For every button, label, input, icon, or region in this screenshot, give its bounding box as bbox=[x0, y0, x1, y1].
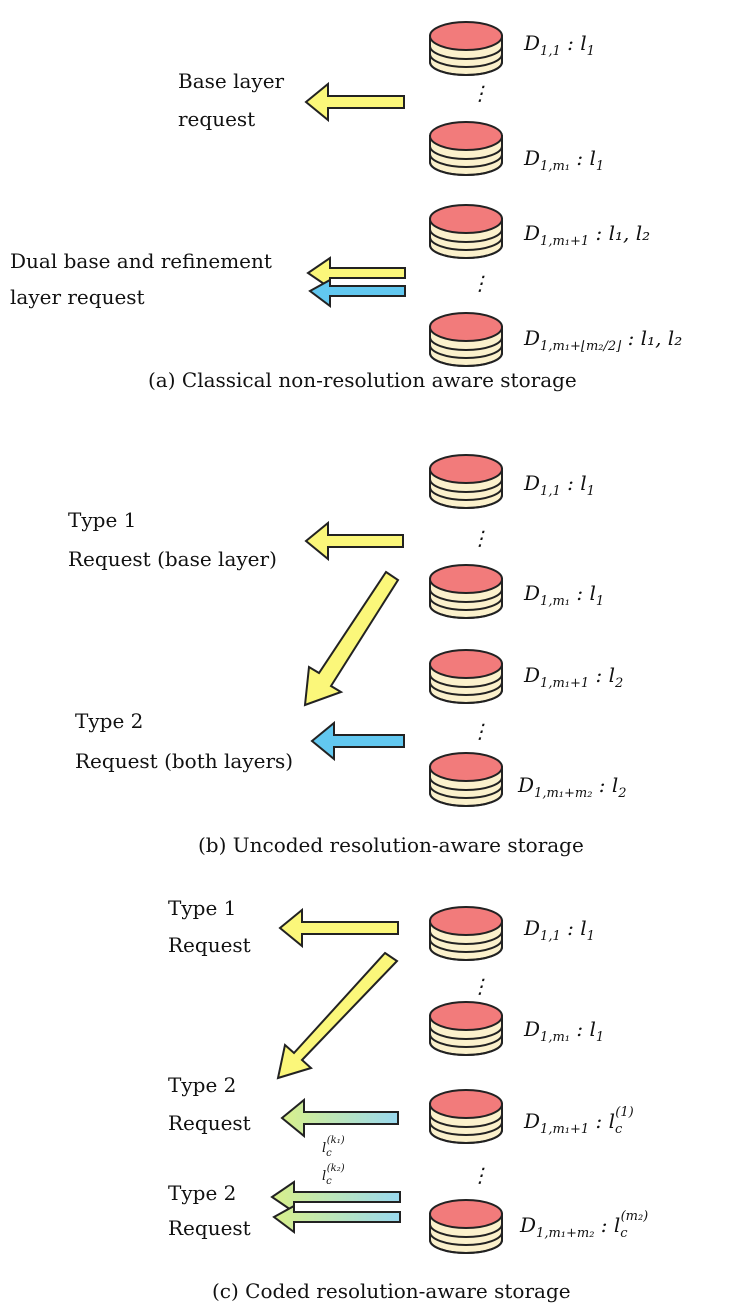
svg-text:D1,m₁ : l1: D1,m₁ : l1 bbox=[523, 581, 604, 609]
arrow-left-icon bbox=[272, 1204, 401, 1234]
request-label: layer request bbox=[10, 285, 145, 309]
disk-label-b3: D1,m₁+1 : l2 bbox=[523, 663, 623, 691]
request-label: Request bbox=[168, 1111, 251, 1135]
svg-text:D1,m₁+1 : l₁, l₂: D1,m₁+1 : l₁, l₂ bbox=[523, 221, 650, 249]
disk-label-c4: D1,m₁+m₂ : lc(m₂) bbox=[519, 1209, 648, 1241]
arrow-label-k2: lc(k₂) bbox=[322, 1163, 345, 1187]
vertical-dots: ⋮ bbox=[470, 974, 490, 998]
svg-text:D1,m₁+1 : lc(1): D1,m₁+1 : lc(1) bbox=[523, 1105, 634, 1137]
caption-c: (c) Coded resolution-aware storage bbox=[212, 1279, 571, 1303]
disk-label-a1: D1,1 : l1 bbox=[523, 31, 595, 59]
disk-icon bbox=[429, 454, 503, 509]
disk-label-c1: D1,1 : l1 bbox=[523, 916, 595, 944]
arrow-left-icon bbox=[270, 1180, 401, 1214]
disk-icon bbox=[429, 752, 503, 807]
request-label: Type 2 bbox=[168, 1073, 236, 1097]
svg-text:D1,1 : l1: D1,1 : l1 bbox=[523, 471, 595, 499]
disk-label-c2: D1,m₁ : l1 bbox=[523, 1017, 604, 1045]
disk-icon bbox=[429, 1199, 503, 1254]
svg-text:lc(k₂): lc(k₂) bbox=[322, 1163, 345, 1187]
disk-icon bbox=[429, 204, 503, 259]
request-label: request bbox=[178, 107, 255, 131]
panel-c: ⋮ ⋮ D1,1 : l1 D1,m₁ : l1 D1,m₁+1 : lc(1)… bbox=[168, 896, 648, 1303]
arrow-left-icon bbox=[306, 256, 406, 290]
disk-icon bbox=[429, 121, 503, 176]
svg-text:D1,m₁+⌊m₂/2⌋ : l₁, l₂: D1,m₁+⌊m₂/2⌋ : l₁, l₂ bbox=[523, 326, 682, 354]
disk-label-b2: D1,m₁ : l1 bbox=[523, 581, 604, 609]
disk-icon bbox=[429, 649, 503, 704]
arrow-left-icon bbox=[280, 1097, 399, 1139]
disk-label-a4: D1,m₁+⌊m₂/2⌋ : l₁, l₂ bbox=[523, 326, 682, 354]
disk-icon bbox=[429, 1001, 503, 1056]
arrow-diagonal-icon bbox=[303, 570, 400, 707]
arrow-left-icon bbox=[308, 278, 406, 308]
caption-a: (a) Classical non-resolution aware stora… bbox=[148, 368, 577, 392]
request-label: Dual base and refinement bbox=[10, 249, 272, 273]
request-label: Type 1 bbox=[168, 896, 236, 920]
vertical-dots: ⋮ bbox=[470, 719, 490, 743]
arrow-label-k1: lc(k₁) bbox=[322, 1135, 345, 1159]
svg-text:D1,m₁ : l1: D1,m₁ : l1 bbox=[523, 146, 604, 174]
request-label: Type 2 bbox=[75, 709, 143, 733]
disk-label-c3: D1,m₁+1 : lc(1) bbox=[523, 1105, 634, 1137]
svg-text:lc(k₁): lc(k₁) bbox=[322, 1135, 345, 1159]
disk-label-b1: D1,1 : l1 bbox=[523, 471, 595, 499]
request-label: Type 2 bbox=[168, 1181, 236, 1205]
request-label: Type 1 bbox=[68, 508, 136, 532]
svg-text:D1,1 : l1: D1,1 : l1 bbox=[523, 916, 595, 944]
disk-label-a2: D1,m₁ : l1 bbox=[523, 146, 604, 174]
vertical-dots: ⋮ bbox=[470, 81, 490, 105]
disk-icon bbox=[429, 21, 503, 76]
vertical-dots: ⋮ bbox=[470, 526, 490, 550]
svg-text:D1,m₁ : l1: D1,m₁ : l1 bbox=[523, 1017, 604, 1045]
panel-b: ⋮ ⋮ D1,1 : l1 D1,m₁ : l1 D1,m₁+1 : l2 D1… bbox=[68, 454, 627, 857]
svg-text:D1,m₁+1 : l2: D1,m₁+1 : l2 bbox=[523, 663, 623, 691]
disk-icon bbox=[429, 906, 503, 961]
disk-icon bbox=[429, 564, 503, 619]
request-label: Request bbox=[168, 933, 251, 957]
panel-a: ⋮ ⋮ D1,1 : l1 D1,m₁ : l1 D1,m₁+1 : l₁, l… bbox=[10, 21, 682, 392]
svg-text:D1,m₁+m₂ : l2: D1,m₁+m₂ : l2 bbox=[517, 773, 627, 801]
arrow-diagonal-icon bbox=[276, 951, 399, 1080]
disk-label-b4: D1,m₁+m₂ : l2 bbox=[517, 773, 627, 801]
disk-icon bbox=[429, 1089, 503, 1144]
request-label: Base layer bbox=[178, 69, 285, 93]
svg-text:D1,m₁+m₂ : lc(m₂): D1,m₁+m₂ : lc(m₂) bbox=[519, 1209, 648, 1241]
disk-label-a3: D1,m₁+1 : l₁, l₂ bbox=[523, 221, 650, 249]
caption-b: (b) Uncoded resolution-aware storage bbox=[198, 833, 584, 857]
request-label: Request (base layer) bbox=[68, 547, 277, 571]
svg-text:D1,1 : l1: D1,1 : l1 bbox=[523, 31, 595, 59]
request-label: Request (both layers) bbox=[75, 749, 293, 773]
arrow-left-icon bbox=[304, 81, 405, 123]
arrow-left-icon bbox=[278, 907, 399, 949]
disk-icon bbox=[429, 312, 503, 367]
vertical-dots: ⋮ bbox=[470, 271, 490, 295]
request-label: Request bbox=[168, 1216, 251, 1240]
vertical-dots: ⋮ bbox=[470, 1163, 490, 1187]
arrow-left-icon bbox=[310, 720, 405, 762]
arrow-left-icon bbox=[304, 520, 404, 562]
